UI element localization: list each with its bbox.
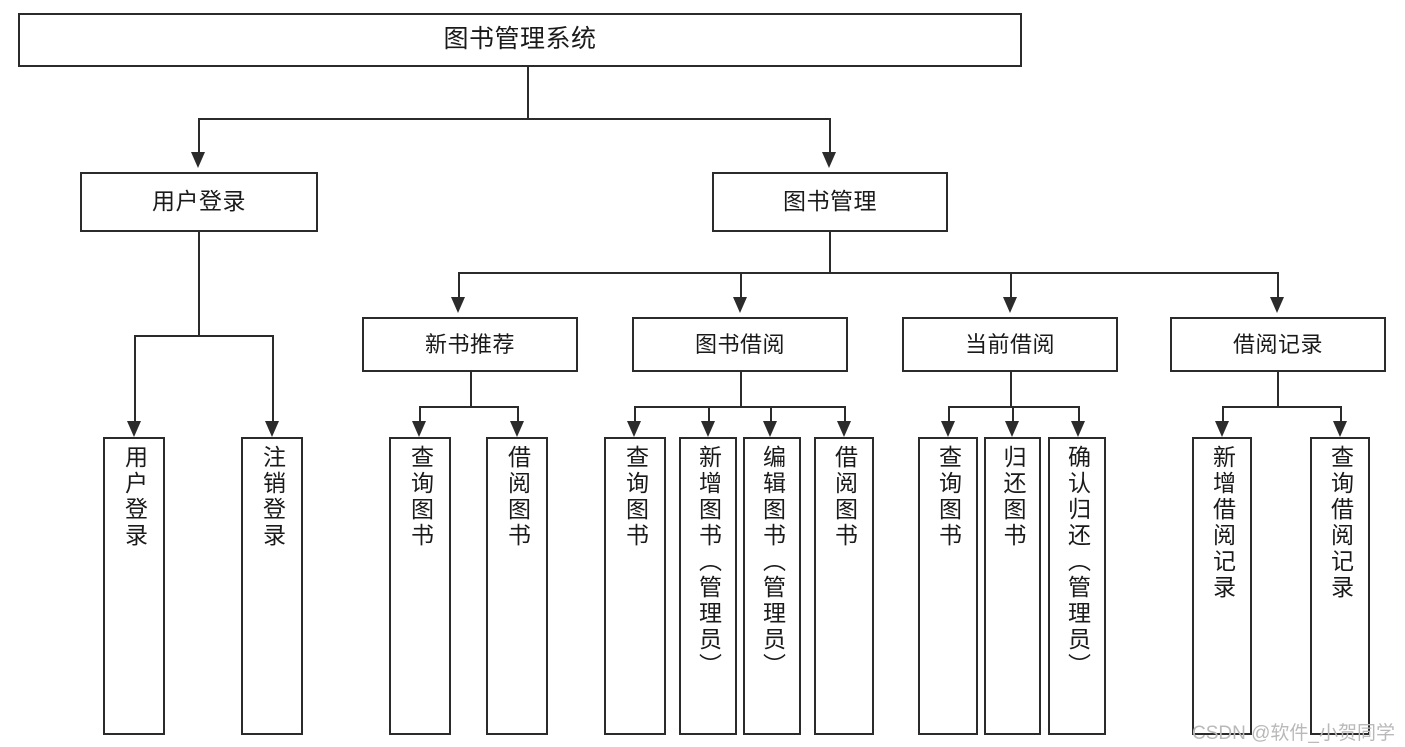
arrow-to-leaf-query-record <box>1333 421 1347 437</box>
connector-level3-drop-4 <box>1277 272 1279 297</box>
connector-user-login-drop-2 <box>272 335 274 421</box>
arrow-to-leaf-query-book-2 <box>627 421 641 437</box>
node-label: 当前借阅 <box>964 331 1055 357</box>
arrow-to-leaf-query-book-1 <box>412 421 426 437</box>
node-label: 新增图书（管理员） <box>695 445 722 679</box>
connector-current-borrow-stem <box>1010 372 1012 406</box>
connector-new-book-stem <box>470 372 472 406</box>
node-label: 图书管理系统 <box>443 25 597 54</box>
connector-current-borrow-drop-1 <box>948 406 950 421</box>
arrow-to-leaf-edit-book <box>763 421 777 437</box>
node-new-book-recommend[interactable]: 新书推荐 <box>362 317 578 372</box>
node-label: 注销登录 <box>259 445 286 549</box>
connector-level2-bus <box>198 118 829 120</box>
node-label: 查询图书 <box>622 445 649 549</box>
arrow-to-leaf-add-book <box>701 421 715 437</box>
arrow-to-leaf-borrow-book-1 <box>510 421 524 437</box>
node-label: 新增借阅记录 <box>1209 445 1236 601</box>
node-label: 确认归还（管理员） <box>1064 445 1091 679</box>
arrow-to-borrow-record <box>1270 297 1284 313</box>
connector-book-borrow-drop-1 <box>634 406 636 421</box>
arrow-to-current-borrow <box>1003 297 1017 313</box>
arrow-to-leaf-query-book-3 <box>941 421 955 437</box>
leaf-add-borrow-record[interactable]: 新增借阅记录 <box>1192 437 1252 735</box>
connector-new-book-drop-1 <box>419 406 421 421</box>
leaf-add-book-admin[interactable]: 新增图书（管理员） <box>679 437 737 735</box>
connector-level2-drop-1 <box>198 118 200 152</box>
node-borrow-record[interactable]: 借阅记录 <box>1170 317 1386 372</box>
node-label: 新书推荐 <box>424 331 515 357</box>
connector-user-login-stem <box>198 232 200 335</box>
connector-current-borrow-drop-2 <box>1012 406 1014 421</box>
connector-new-book-bus <box>419 406 517 408</box>
connector-root-stem <box>527 67 529 118</box>
leaf-return-book[interactable]: 归还图书 <box>984 437 1041 735</box>
connector-book-borrow-bus <box>634 406 844 408</box>
leaf-edit-book-admin[interactable]: 编辑图书（管理员） <box>743 437 801 735</box>
arrow-to-user-login <box>191 152 205 168</box>
node-label: 图书管理 <box>783 188 877 215</box>
arrow-to-leaf-user-login <box>127 421 141 437</box>
node-book-management[interactable]: 图书管理 <box>712 172 948 232</box>
connector-book-borrow-stem <box>740 372 742 406</box>
node-label: 用户登录 <box>121 445 148 549</box>
connector-level3-bus <box>458 272 1277 274</box>
node-label: 借阅记录 <box>1232 331 1323 357</box>
arrow-to-leaf-borrow-book-2 <box>837 421 851 437</box>
arrow-to-leaf-logout <box>265 421 279 437</box>
connector-book-borrow-drop-3 <box>770 406 772 421</box>
arrow-to-book-borrow <box>733 297 747 313</box>
connector-level3-drop-2 <box>740 272 742 297</box>
leaf-confirm-return-admin[interactable]: 确认归还（管理员） <box>1048 437 1106 735</box>
node-label: 归还图书 <box>1000 445 1026 549</box>
connector-book-management-stem <box>829 232 831 272</box>
watermark-csdn: CSDN @软件_小贺同学 <box>1192 723 1395 744</box>
connector-borrow-record-stem <box>1277 372 1279 406</box>
node-label: 图书借阅 <box>694 331 785 357</box>
leaf-query-book-borrow[interactable]: 查询图书 <box>604 437 666 735</box>
arrow-to-leaf-return-book <box>1005 421 1019 437</box>
connector-new-book-drop-2 <box>517 406 519 421</box>
node-label: 编辑图书（管理员） <box>759 445 786 679</box>
connector-level3-drop-3 <box>1010 272 1012 297</box>
connector-level3-drop-1 <box>458 272 460 297</box>
connector-user-login-bus <box>134 335 272 337</box>
leaf-borrow-book[interactable]: 借阅图书 <box>814 437 874 735</box>
arrow-to-book-management <box>822 152 836 168</box>
arrow-to-leaf-confirm-return <box>1071 421 1085 437</box>
connector-borrow-record-drop-2 <box>1340 406 1342 421</box>
node-label: 查询图书 <box>407 445 434 549</box>
leaf-user-login[interactable]: 用户登录 <box>103 437 165 735</box>
node-label: 查询图书 <box>935 445 962 549</box>
leaf-query-book-current[interactable]: 查询图书 <box>918 437 978 735</box>
connector-user-login-drop-1 <box>134 335 136 421</box>
leaf-query-borrow-record[interactable]: 查询借阅记录 <box>1310 437 1370 735</box>
node-label: 用户登录 <box>152 188 246 215</box>
connector-book-borrow-drop-2 <box>708 406 710 421</box>
node-book-borrow[interactable]: 图书借阅 <box>632 317 848 372</box>
arrow-to-new-book-recommend <box>451 297 465 313</box>
connector-book-borrow-drop-4 <box>844 406 846 421</box>
node-user-login[interactable]: 用户登录 <box>80 172 318 232</box>
leaf-borrow-book-recommend[interactable]: 借阅图书 <box>486 437 548 735</box>
node-label: 借阅图书 <box>504 445 531 549</box>
leaf-query-book-recommend[interactable]: 查询图书 <box>389 437 451 735</box>
node-root-book-management-system[interactable]: 图书管理系统 <box>18 13 1022 67</box>
leaf-logout[interactable]: 注销登录 <box>241 437 303 735</box>
connector-current-borrow-drop-3 <box>1078 406 1080 421</box>
connector-borrow-record-drop-1 <box>1222 406 1224 421</box>
connector-borrow-record-bus <box>1222 406 1340 408</box>
node-label: 借阅图书 <box>831 445 858 549</box>
arrow-to-leaf-add-record <box>1215 421 1229 437</box>
connector-level2-drop-2 <box>829 118 831 152</box>
node-label: 查询借阅记录 <box>1327 445 1354 601</box>
node-current-borrow[interactable]: 当前借阅 <box>902 317 1118 372</box>
